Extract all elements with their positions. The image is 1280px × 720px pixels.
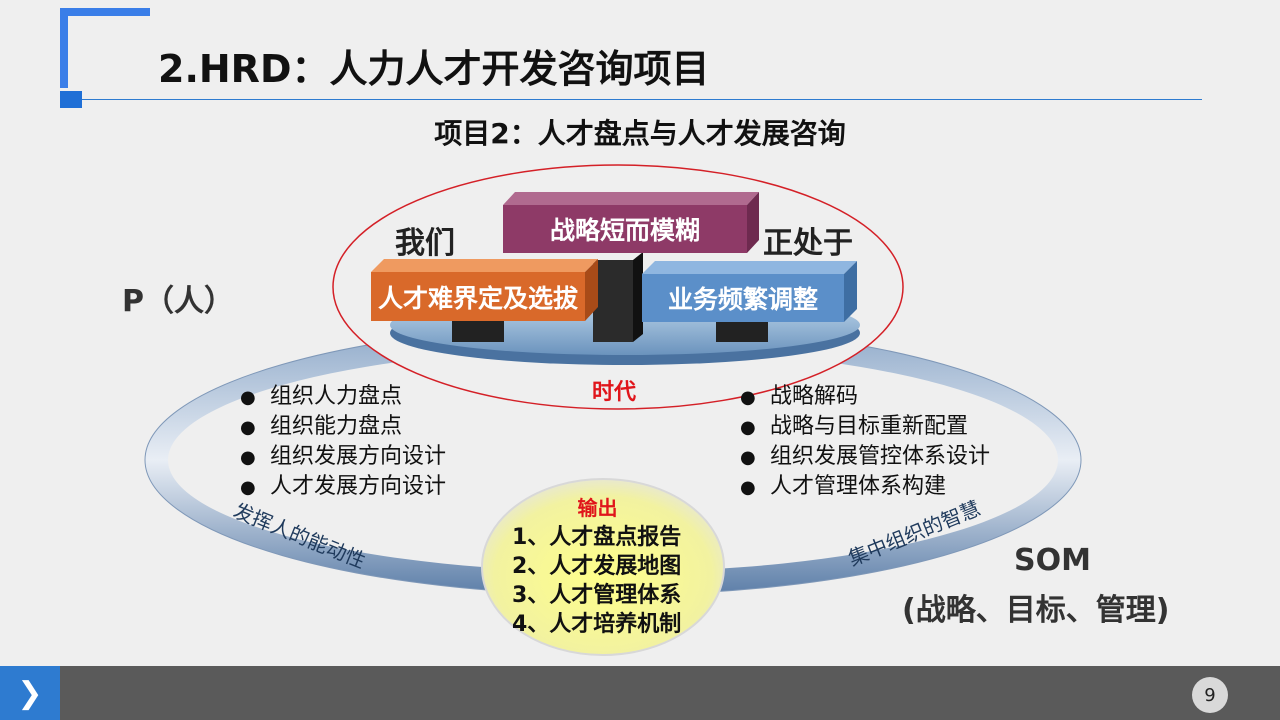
header-corner-square	[60, 91, 82, 108]
next-arrow-icon[interactable]: ❯	[0, 666, 60, 720]
output-item: 1、人才盘点报告	[512, 525, 682, 550]
list-item: 战略解码	[740, 382, 990, 412]
era-label: 时代	[592, 380, 637, 405]
word-are-in: 正处于	[763, 226, 853, 261]
block-left-face	[371, 272, 585, 321]
output-item: 2、人才发展地图	[512, 554, 682, 579]
block-top-label: 战略短而模糊	[549, 216, 700, 245]
output-list: 1、人才盘点报告 2、人才发展地图 3、人才管理体系 4、人才培养机制	[512, 523, 705, 639]
pillar-center-side	[633, 252, 643, 342]
label-people: P（人）	[122, 284, 234, 319]
list-item: 组织发展方向设计	[240, 442, 446, 472]
header-corner-top	[60, 8, 150, 16]
block-top-side	[747, 192, 759, 253]
block-right-cap	[642, 261, 857, 274]
list-item: 人才管理体系构建	[740, 472, 990, 502]
footer-bar	[0, 666, 1280, 720]
right-bullet-list: 战略解码 战略与目标重新配置 组织发展管控体系设计 人才管理体系构建	[740, 382, 990, 502]
output-title: 输出	[577, 496, 618, 520]
list-item: 战略与目标重新配置	[740, 412, 990, 442]
block-left-label: 人才难界定及选拔	[377, 283, 578, 313]
list-item: 组织能力盘点	[240, 412, 446, 442]
output-box: 输出 1、人才盘点报告 2、人才发展地图 3、人才管理体系 4、人才培养机制	[490, 492, 705, 639]
block-right-label: 业务频繁调整	[667, 285, 818, 314]
page-number: 9	[1192, 677, 1228, 713]
word-we: 我们	[395, 226, 455, 261]
output-ellipse	[481, 478, 725, 656]
pillar-center	[593, 260, 633, 342]
left-bullet-list: 组织人力盘点 组织能力盘点 组织发展方向设计 人才发展方向设计	[240, 382, 446, 502]
list-item: 组织人力盘点	[240, 382, 446, 412]
list-item: 人才发展方向设计	[240, 472, 446, 502]
label-som: SOM	[1014, 543, 1091, 578]
output-item: 4、人才培养机制	[512, 612, 682, 637]
slide-subtitle: 项目2：人才盘点与人才发展咨询	[434, 117, 846, 150]
header-corner-left	[60, 8, 68, 88]
output-item: 3、人才管理体系	[512, 583, 682, 608]
block-right-side	[844, 261, 857, 322]
list-item: 组织发展管控体系设计	[740, 442, 990, 472]
block-left-side	[585, 259, 598, 321]
slide-title: 2.HRD：人力人才开发咨询项目	[158, 47, 710, 91]
block-top-cap	[503, 192, 759, 205]
label-som-detail: (战略、目标、管理)	[902, 593, 1170, 628]
block-top-face	[503, 205, 747, 253]
block-right-face	[642, 274, 844, 322]
title-underline	[82, 99, 1202, 100]
block-left-cap	[371, 259, 598, 272]
